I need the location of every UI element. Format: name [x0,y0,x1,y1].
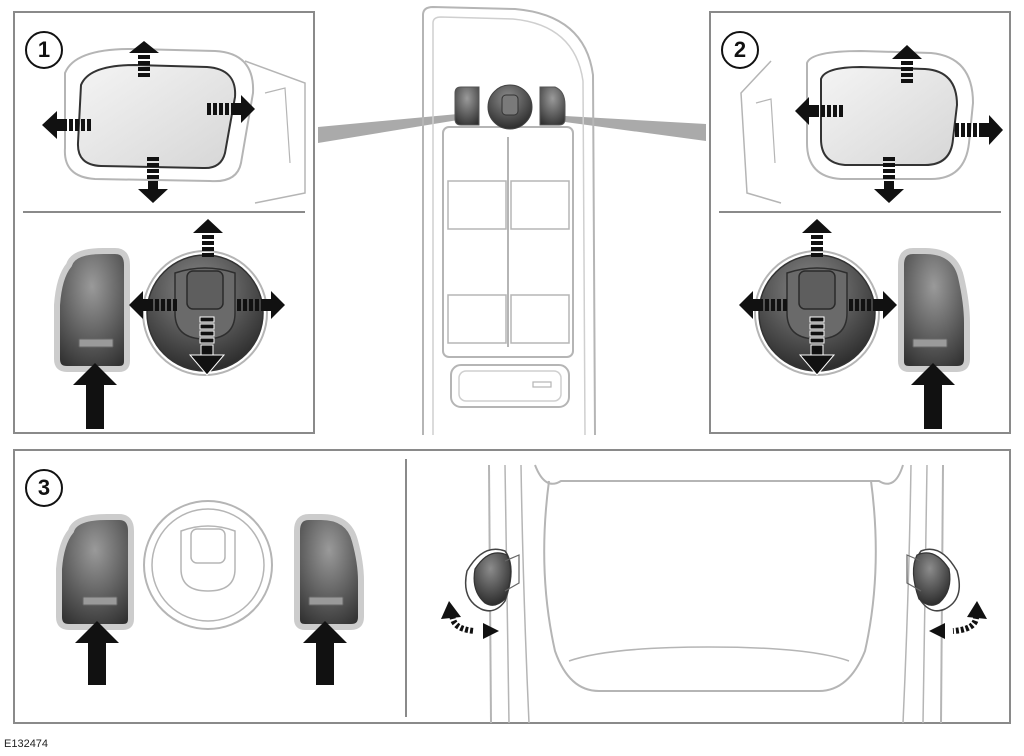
left-mirror-glass [76,63,237,170]
press-arrow-icon [911,363,955,429]
arrow-right-icon [237,291,285,319]
arrow-down-icon [138,157,168,203]
step-number-2: 2 [721,31,759,69]
right-select-button [294,514,364,630]
left-select-button [54,248,130,372]
panel-left-mirror: 1 [13,11,315,434]
right-switch-illustration [739,219,970,429]
panel-fold-mirrors: 3 [13,449,1011,724]
right-folding-mirror [906,548,960,612]
arrow-up-icon [802,219,832,257]
step-number-1: 1 [25,31,63,69]
arrow-up-icon [892,45,922,83]
arrow-left-icon [42,111,91,139]
left-mirror-select-button [454,86,480,126]
left-select-button [56,514,134,630]
step-number-3: 3 [25,469,63,507]
fold-arrow-icon [929,601,987,639]
arrow-down-icon [874,157,904,203]
figure-code: E132474 [4,738,49,750]
right-mirror-glass [820,65,959,166]
arrow-up-icon [193,219,223,257]
arrow-left-icon [795,97,843,125]
press-arrow-icon [73,363,117,429]
fold-switch-illustration [56,500,364,685]
left-switch-illustration [54,219,285,429]
arrow-down-icon [798,316,836,376]
arrow-right-icon [955,115,1003,145]
arrow-right-icon [849,291,897,319]
right-mirror-select-button [539,86,566,126]
press-arrow-icon [303,621,347,685]
panel-right-mirror: 2 [709,11,1011,434]
fold-arrow-icon [441,601,499,639]
left-mirror-illustration [42,41,306,204]
right-mirror-illustration [740,45,1003,204]
adjust-knob [143,500,273,630]
arrow-left-icon [129,291,177,319]
arrow-up-icon [129,41,159,77]
arrow-down-icon [188,316,226,376]
panel-divider [405,459,407,717]
left-folding-mirror [464,548,520,612]
arrow-right-icon [207,95,255,123]
press-arrow-icon [75,621,119,685]
vehicle-top-view-illustration [441,464,987,724]
door-switch-panel [422,5,596,436]
right-select-button [898,248,970,372]
arrow-left-icon [739,291,787,319]
